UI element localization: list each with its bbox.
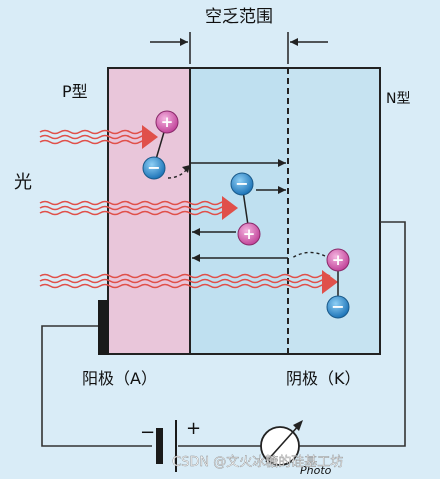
electron-2-sign: − <box>235 174 248 193</box>
hole-2-arrowhead <box>192 228 200 236</box>
hole-3 <box>326 248 350 272</box>
meter-label: Photo <box>300 464 332 477</box>
electron-2 <box>230 172 254 196</box>
hole-2 <box>237 222 261 246</box>
hole-3-arrowhead <box>192 254 200 262</box>
battery-negative-plate <box>156 428 163 464</box>
hole-1 <box>155 110 179 134</box>
light-wave-3 <box>39 273 331 289</box>
light-label: 光 <box>14 172 32 193</box>
light-wave-2 <box>39 200 231 216</box>
electron-2-arrowhead <box>278 186 286 194</box>
junction-outline <box>107 67 381 355</box>
meter-needle-arrowhead <box>293 420 303 431</box>
electron-3-sign: − <box>331 297 344 316</box>
hole-3-drift-path <box>291 251 326 259</box>
hole-1-sign: + <box>161 113 174 131</box>
hole-3-sign: + <box>332 251 345 269</box>
light-arrow-1 <box>142 125 158 149</box>
meter-needle <box>265 423 301 463</box>
anode-electrode <box>98 300 109 355</box>
anode-label: 阳极（A） <box>82 369 157 388</box>
electron-1-sign: − <box>147 158 160 177</box>
depletion-label: 空乏范围 <box>205 7 273 27</box>
n-type-label: N型 <box>386 91 410 107</box>
p-region <box>108 68 190 354</box>
depletion-arrowhead-left <box>180 38 188 46</box>
light-arrow-2 <box>222 196 238 220</box>
p-type-label: P型 <box>62 82 88 101</box>
light-wave-1 <box>39 129 151 145</box>
electron-1-drift-path <box>167 167 189 179</box>
electron-1 <box>142 156 166 180</box>
electron-3 <box>326 295 350 319</box>
watermark: CSDN @文火冰糖的硅基工坊 <box>172 454 343 470</box>
battery-plus-label: + <box>186 418 201 439</box>
battery-minus-label: − <box>140 422 155 443</box>
cathode-label: 阴极（K） <box>286 369 361 388</box>
electron-1-arrowhead <box>278 159 286 167</box>
electron-1-drift-arrowhead <box>182 165 190 173</box>
wire-left <box>41 325 152 447</box>
hole-2-sign: + <box>243 225 256 243</box>
wire-right <box>298 221 406 447</box>
light-arrow-3 <box>322 270 338 294</box>
depletion-arrowhead-right <box>290 38 298 46</box>
